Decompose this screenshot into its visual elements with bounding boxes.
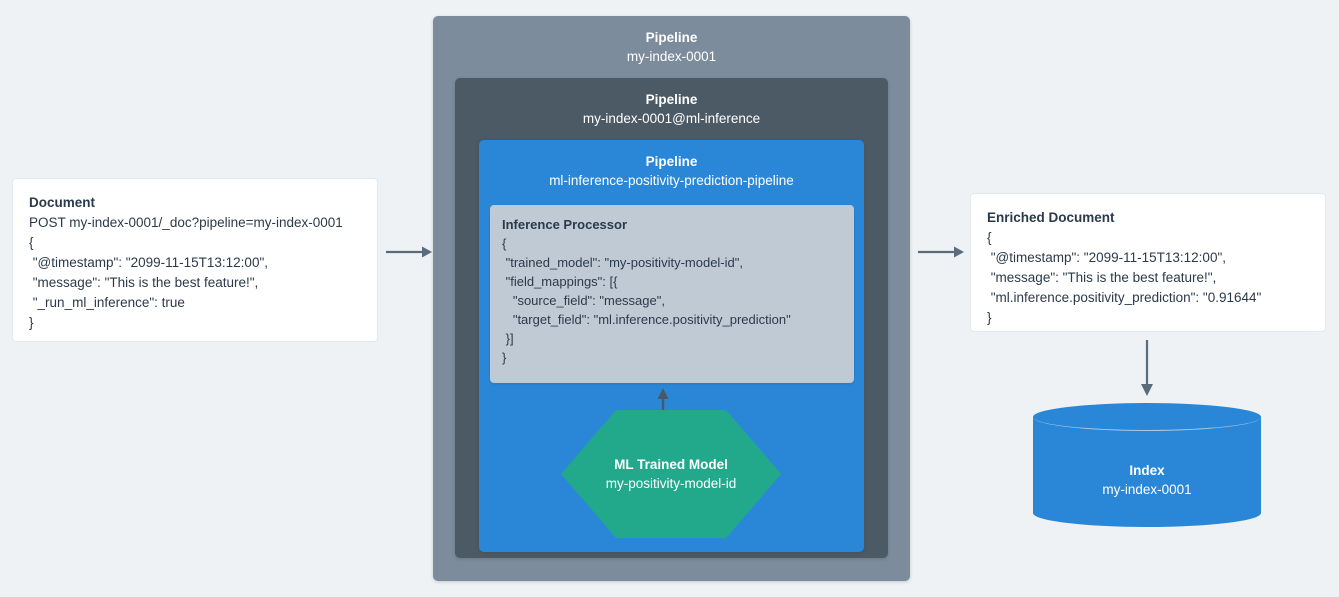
ml-trained-model-hexagon: ML Trained Model my-positivity-model-id <box>561 410 781 538</box>
inference-processor-title: Inference Processor <box>502 217 628 232</box>
inference-processor-line-5: }] <box>502 331 514 346</box>
pipeline-outer-name: my-index-0001 <box>626 49 717 64</box>
pipeline-outer-header: Pipeline my-index-0001 <box>433 16 910 67</box>
index-label: Index my-index-0001 <box>1033 461 1261 500</box>
index-name: my-index-0001 <box>1102 482 1192 497</box>
cylinder-top <box>1033 403 1261 431</box>
ml-trained-model-title: ML Trained Model <box>614 456 728 472</box>
pipeline-inner-title: Pipeline <box>645 154 698 169</box>
inference-processor-line-2: "field_mappings": [{ <box>502 274 618 289</box>
inference-processor-line-3: "source_field": "message", <box>502 293 665 308</box>
document-title: Document <box>29 195 96 210</box>
pipeline-outer: Pipeline my-index-0001 Pipeline my-index… <box>433 16 910 581</box>
enriched-document-title: Enriched Document <box>987 210 1115 225</box>
pipeline-middle-name: my-index-0001@ml-inference <box>582 111 761 126</box>
enriched-document-card: Enriched Document { "@timestamp": "2099-… <box>970 193 1326 332</box>
index-cylinder: Index my-index-0001 <box>1033 403 1261 527</box>
cylinder-body <box>1033 417 1261 513</box>
pipeline-middle: Pipeline my-index-0001@ml-inference Pipe… <box>455 78 888 558</box>
document-line-1: { <box>29 235 34 250</box>
arrow-right-icon-pipeline-to-enriched <box>918 244 964 265</box>
document-line-4: "_run_ml_inference": true <box>29 295 185 310</box>
document-line-3: "message": "This is the best feature!", <box>29 275 259 290</box>
cylinder-bottom <box>1033 499 1261 527</box>
document-line-0: POST my-index-0001/_doc?pipeline=my-inde… <box>29 215 343 230</box>
enriched-document-line-3: "ml.inference.positivity_prediction": "0… <box>987 290 1262 305</box>
enriched-document-line-4: } <box>987 310 992 325</box>
inference-processor-line-0: { <box>502 236 507 251</box>
inference-processor-line-6: } <box>502 350 507 365</box>
pipeline-inner-name: ml-inference-positivity-prediction-pipel… <box>549 173 794 188</box>
pipeline-outer-title: Pipeline <box>645 30 698 45</box>
enriched-document-line-0: { <box>987 230 992 245</box>
pipeline-middle-header: Pipeline my-index-0001@ml-inference <box>455 78 888 129</box>
pipeline-inner: Pipeline ml-inference-positivity-predict… <box>479 140 864 552</box>
arrow-right-icon-document-to-pipeline <box>386 244 432 265</box>
document-line-2: "@timestamp": "2099-11-15T13:12:00", <box>29 255 268 270</box>
index-title: Index <box>1129 463 1165 478</box>
inference-processor-line-1: "trained_model": "my-positivity-model-id… <box>502 255 743 270</box>
ml-trained-model-name: my-positivity-model-id <box>605 475 737 491</box>
inference-processor-card: Inference Processor { "trained_model": "… <box>490 205 854 383</box>
enriched-document-line-2: "message": "This is the best feature!", <box>987 270 1217 285</box>
enriched-document-line-1: "@timestamp": "2099-11-15T13:12:00", <box>987 250 1226 265</box>
inference-processor-line-4: "target_field": "ml.inference.positivity… <box>502 312 791 327</box>
pipeline-middle-title: Pipeline <box>645 92 698 107</box>
document-card: Document POST my-index-0001/_doc?pipelin… <box>12 178 378 342</box>
document-line-5: } <box>29 315 34 330</box>
arrow-down-icon-enriched-to-index <box>1139 340 1155 401</box>
pipeline-inner-header: Pipeline ml-inference-positivity-predict… <box>479 140 864 191</box>
